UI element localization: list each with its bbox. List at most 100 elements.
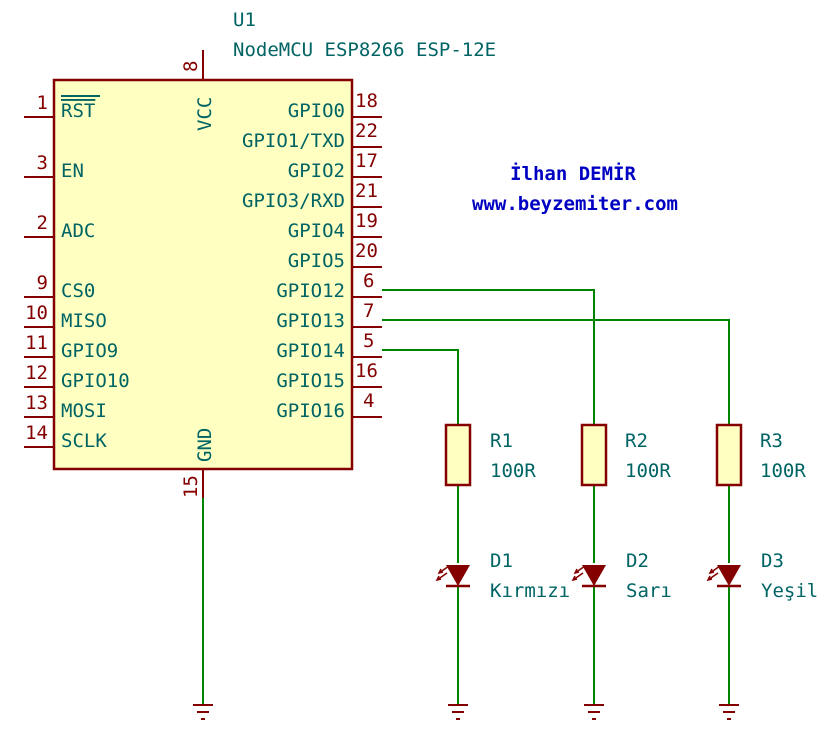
right-pin-number: 18	[355, 90, 378, 112]
left-pin-number: 3	[37, 152, 48, 174]
resistor: R1 100R	[444, 423, 536, 487]
led: D2 Sarı	[571, 550, 672, 602]
gnd-pin-label: GND	[194, 428, 216, 462]
vcc-pin-label: VCC	[194, 97, 216, 131]
mcu-ref: U1	[233, 9, 256, 31]
wire-gpio14-r1	[382, 349, 459, 425]
right-pin-number: 7	[363, 300, 374, 322]
led-anode-triangle	[582, 565, 606, 586]
wire-gpio13-r3	[382, 319, 730, 425]
led-emission-arrows-icon	[571, 565, 586, 582]
right-pin-number: 21	[355, 180, 378, 202]
left-pin-number: 2	[37, 212, 48, 234]
resistor: R2 100R	[580, 423, 671, 487]
right-pin-label: GPIO4	[288, 220, 345, 242]
resistor-value: 100R	[760, 460, 806, 482]
ground-icon	[448, 704, 468, 720]
author-website: www.beyzemiter.com	[472, 193, 678, 215]
led-ref: D3	[761, 550, 784, 572]
right-pin: 5 GPIO14	[276, 330, 382, 362]
led-anode-triangle	[446, 565, 470, 586]
right-pin-label: GPIO3/RXD	[242, 190, 345, 212]
led-value: Yeşil	[761, 580, 818, 602]
resistor-ref: R2	[625, 430, 648, 452]
left-pin-number: 11	[25, 332, 48, 354]
right-pin: 19 GPIO4	[288, 210, 382, 242]
mcu-body	[52, 78, 354, 471]
resistor: R3 100R	[715, 423, 806, 487]
led-ref: D2	[626, 550, 649, 572]
left-pin-label: EN	[61, 160, 84, 182]
right-pin-number: 16	[355, 360, 378, 382]
author-name: İlhan DEMİR	[510, 161, 636, 185]
right-pin: 4 GPIO16	[276, 390, 382, 422]
vcc-pin-number: 8	[180, 61, 202, 72]
right-pin-label: GPIO2	[288, 160, 345, 182]
wires	[202, 289, 730, 705]
led-emission-arrows-icon	[435, 565, 450, 582]
left-pin: 2 ADC	[24, 212, 95, 242]
resistor-body	[580, 423, 608, 487]
right-pin-label: GPIO12	[276, 280, 345, 302]
led-emission-arrows-icon	[706, 565, 721, 582]
right-pin-label: GPIO0	[288, 100, 345, 122]
right-pin-number: 5	[363, 330, 374, 352]
left-pin-number: 10	[25, 302, 48, 324]
right-pin: 7 GPIO13	[276, 300, 382, 332]
right-pin-label: GPIO15	[276, 370, 345, 392]
gnd-pin-number: 15	[180, 475, 202, 498]
left-pin: 11 GPIO9	[24, 332, 118, 362]
left-pin: 9 CS0	[24, 272, 95, 302]
left-pin: 13 MOSI	[24, 392, 107, 422]
resistor-body	[715, 423, 743, 487]
right-pin-number: 6	[363, 270, 374, 292]
led-value: Sarı	[626, 580, 672, 602]
right-pin: 20 GPIO5	[288, 240, 382, 272]
led: D3 Yeşil	[706, 550, 818, 602]
left-pin-number: 14	[25, 422, 48, 444]
left-pin: 10 MISO	[24, 302, 107, 332]
mcu-value: NodeMCU ESP8266 ESP-12E	[233, 39, 496, 61]
right-pin-number: 19	[355, 210, 378, 232]
left-pin-label: SCLK	[61, 430, 107, 452]
left-pin-label: ADC	[61, 220, 95, 242]
right-pin-number: 4	[363, 390, 374, 412]
right-pin-label: GPIO1/TXD	[242, 130, 345, 152]
right-pin-number: 20	[355, 240, 378, 262]
right-pin-label: GPIO5	[288, 250, 345, 272]
right-pin: 21 GPIO3/RXD	[242, 180, 382, 212]
left-pin-group: 1 RST 3 EN 2 ADC 9 CS0 10 MISO 11 GPIO9	[24, 92, 130, 452]
left-pin: 14 SCLK	[24, 422, 107, 452]
resistor-value: 100R	[625, 460, 671, 482]
resistor-ref: R3	[760, 430, 783, 452]
ground-icon	[584, 704, 604, 720]
right-pin-number: 22	[355, 120, 378, 142]
ground-icon	[719, 704, 739, 720]
right-pin-number: 17	[355, 150, 378, 172]
ground-icon	[193, 704, 213, 720]
left-pin: 1 RST	[24, 92, 100, 122]
left-pin-label: MOSI	[61, 400, 107, 422]
left-pin-number: 12	[25, 362, 48, 384]
right-pin: 6 GPIO12	[276, 270, 382, 302]
right-pin: 18 GPIO0	[288, 90, 382, 122]
resistor-value: 100R	[490, 460, 536, 482]
right-pin: 22 GPIO1/TXD	[242, 120, 382, 152]
led: D1 Kırmızı	[435, 550, 570, 602]
left-pin-label: MISO	[61, 310, 107, 332]
left-pin: 3 EN	[24, 152, 84, 182]
wire-gpio12-r2	[382, 289, 595, 425]
left-pin-label: CS0	[61, 280, 95, 302]
left-pin-label: GPIO9	[61, 340, 118, 362]
right-pin-label: GPIO13	[276, 310, 345, 332]
left-pin-label: GPIO10	[61, 370, 130, 392]
led-value: Kırmızı	[490, 580, 570, 602]
resistor-body	[444, 423, 472, 487]
right-pin-label: GPIO14	[276, 340, 345, 362]
left-pin-number: 1	[37, 92, 48, 114]
left-pin-number: 13	[25, 392, 48, 414]
left-pin-label: RST	[61, 100, 95, 122]
right-pin-label: GPIO16	[276, 400, 345, 422]
resistor-ref: R1	[490, 430, 513, 452]
